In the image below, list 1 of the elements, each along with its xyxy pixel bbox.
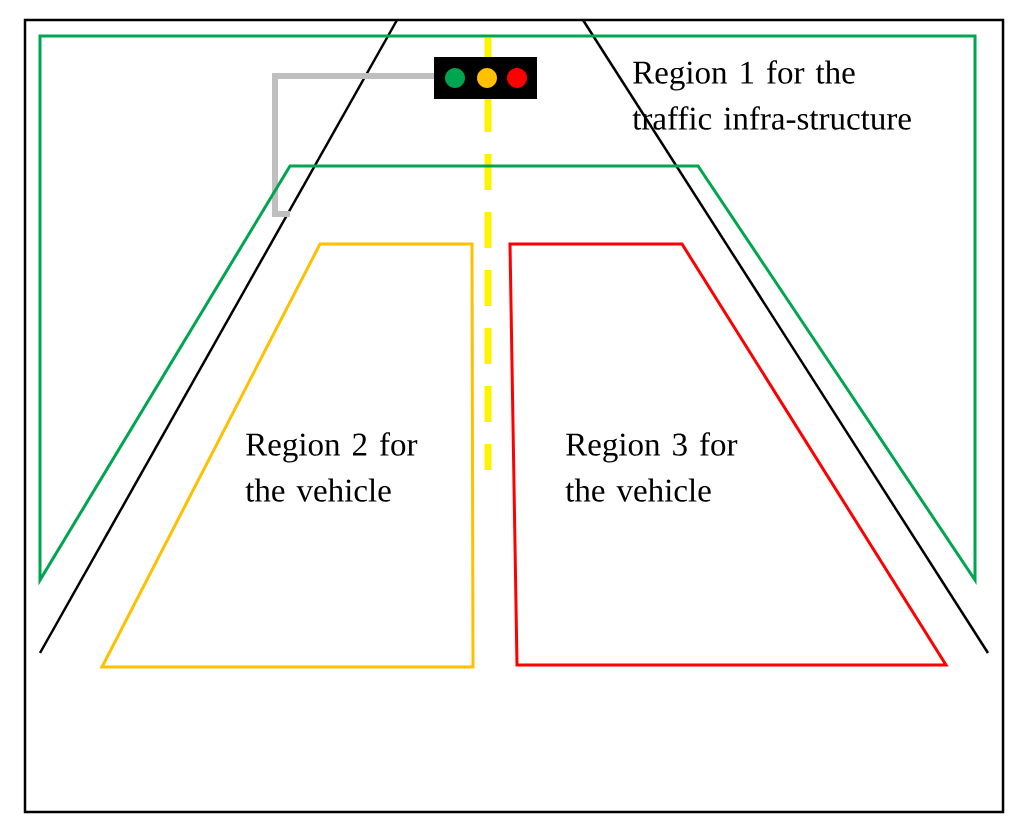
region-outline: Region 3 for the vehicle (508, 242, 949, 667)
